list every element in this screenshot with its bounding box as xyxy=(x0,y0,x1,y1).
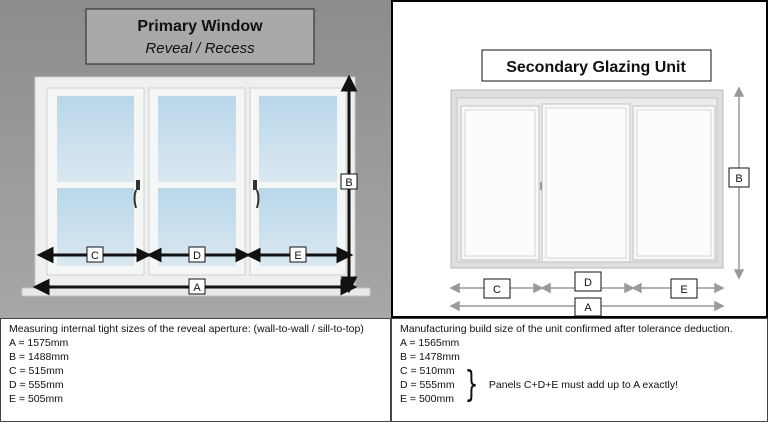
primary-measurements-intro: Measuring internal tight sizes of the re… xyxy=(9,323,364,335)
label-c-box xyxy=(86,246,104,263)
label-a: A xyxy=(193,282,201,294)
secondary-unit-panel: Secondary Glazing Unit B xyxy=(391,0,768,318)
label-b-box xyxy=(728,167,750,188)
label-c-box xyxy=(483,278,511,299)
label-a-box xyxy=(188,278,206,295)
label-b: B xyxy=(345,177,352,189)
label-e: E xyxy=(680,284,687,296)
secondary-unit-illustration: Secondary Glazing Unit B xyxy=(449,49,750,317)
measurement-e: E = 500mm xyxy=(400,393,454,405)
secondary-measurements: Manufacturing build size of the unit con… xyxy=(391,318,768,422)
label-c: C xyxy=(91,250,99,262)
measurement-d: D = 555mm xyxy=(9,379,64,391)
measurement-c: C = 510mm xyxy=(400,365,455,377)
primary-window-illustration: Primary Window Reveal / Recess xyxy=(0,0,391,318)
window-handles xyxy=(133,180,260,209)
measurement-d: D = 555mm xyxy=(400,379,455,391)
label-e-box xyxy=(670,278,698,299)
primary-title: Primary Window xyxy=(137,18,263,35)
secondary-title-box xyxy=(481,49,712,82)
secondary-measurements-intro: Manufacturing build size of the unit con… xyxy=(400,323,733,335)
primary-title-box xyxy=(85,8,315,65)
measurement-e: E = 505mm xyxy=(9,393,63,405)
label-d: D xyxy=(193,250,201,262)
label-c: C xyxy=(493,284,501,296)
measurement-a: A = 1575mm xyxy=(9,337,69,349)
panels-note-text: Panels C+D+E must add up to A exactly! xyxy=(488,379,679,391)
label-e: E xyxy=(294,250,301,262)
label-d-box xyxy=(188,246,206,263)
primary-subtitle: Reveal / Recess xyxy=(145,40,255,57)
label-a: A xyxy=(584,302,592,314)
measurement-c: C = 515mm xyxy=(9,365,64,377)
label-e-box xyxy=(289,246,307,263)
label-d-box xyxy=(574,271,602,292)
panels-note: } Panels C+D+E must add up to A exactly! xyxy=(460,367,678,403)
glass-pane xyxy=(158,96,236,182)
measurement-b: B = 1478mm xyxy=(400,351,460,363)
secondary-title: Secondary Glazing Unit xyxy=(506,59,686,76)
label-b: B xyxy=(735,173,742,185)
primary-window-panel: Primary Window Reveal / Recess xyxy=(0,0,391,318)
label-d: D xyxy=(584,277,592,289)
measurement-b: B = 1488mm xyxy=(9,351,69,363)
window-sashes xyxy=(46,87,347,276)
glass-pane xyxy=(57,96,134,182)
measurement-a: A = 1565mm xyxy=(400,337,460,349)
glass-pane xyxy=(259,96,337,182)
label-b-box xyxy=(340,173,358,190)
primary-measurements: Measuring internal tight sizes of the re… xyxy=(0,318,391,422)
right-brace-icon: } xyxy=(464,364,479,405)
